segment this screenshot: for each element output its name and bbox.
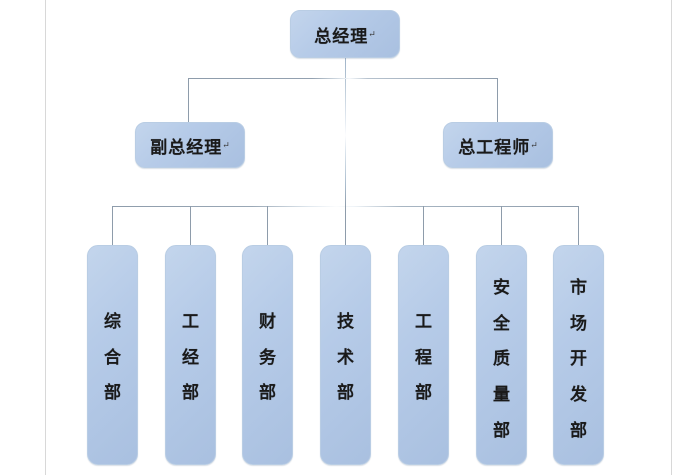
page-margin-rule-right xyxy=(671,0,672,475)
node-label-general-manager: 总经理 xyxy=(314,26,369,46)
node-general-manager[interactable]: 总经理↵ xyxy=(290,10,400,58)
node-label-department-technology: 技术部 xyxy=(337,312,354,403)
connector-drop-deputy-gm xyxy=(188,78,189,122)
node-label-department-engineering-economics: 工经部 xyxy=(182,312,199,403)
vertical-text-stack: 综合部 xyxy=(103,250,123,411)
connector-drop-dept-3 xyxy=(267,206,268,245)
node-department-market-development[interactable]: 市场开发部 xyxy=(553,245,604,465)
vertical-text-stack: 财务部 xyxy=(258,250,278,411)
node-label-deputy-general-manager: 副总经理 xyxy=(150,137,223,157)
node-department-engineering[interactable]: 工程部 xyxy=(398,245,449,465)
node-label-department-market-development: 市场开发部 xyxy=(570,278,587,440)
connector-drop-dept-2 xyxy=(190,206,191,245)
node-deputy-general-manager[interactable]: 副总经理↵ xyxy=(135,122,245,168)
node-department-finance[interactable]: 财务部 xyxy=(242,245,293,465)
node-department-general-affairs[interactable]: 综合部 xyxy=(87,245,138,465)
vertical-text-stack: 工经部 xyxy=(181,250,201,411)
vertical-text-stack: 市场开发部 xyxy=(569,250,589,448)
node-label-chief-engineer: 总工程师 xyxy=(458,137,531,157)
paragraph-mark-icon: ↵ xyxy=(222,139,230,150)
connector-drop-dept-6 xyxy=(501,206,502,245)
node-department-safety-quality[interactable]: 安全质量部 xyxy=(476,245,527,465)
connector-drop-dept-5 xyxy=(423,206,424,245)
connector-bus-executive xyxy=(188,78,498,79)
page-margin-rule-left xyxy=(45,0,46,475)
node-label-department-general-affairs: 综合部 xyxy=(104,312,121,403)
paragraph-mark-icon: ↵ xyxy=(368,28,376,39)
node-label-department-finance: 财务部 xyxy=(259,312,276,403)
connector-drop-chief-engineer xyxy=(497,78,498,122)
node-department-engineering-economics[interactable]: 工经部 xyxy=(165,245,216,465)
node-label-department-engineering: 工程部 xyxy=(415,312,432,403)
connector-drop-dept-1 xyxy=(112,206,113,245)
node-label-department-safety-quality: 安全质量部 xyxy=(493,278,510,440)
connector-drop-dept-7 xyxy=(578,206,579,245)
node-chief-engineer[interactable]: 总工程师↵ xyxy=(443,122,553,168)
node-department-technology[interactable]: 技术部 xyxy=(320,245,371,465)
connector-spine-main xyxy=(345,58,346,207)
vertical-text-stack: 安全质量部 xyxy=(492,250,512,448)
paragraph-mark-icon: ↵ xyxy=(530,139,538,150)
vertical-text-stack: 工程部 xyxy=(414,250,434,411)
vertical-text-stack: 技术部 xyxy=(336,250,356,411)
connector-drop-dept-4 xyxy=(345,206,346,245)
